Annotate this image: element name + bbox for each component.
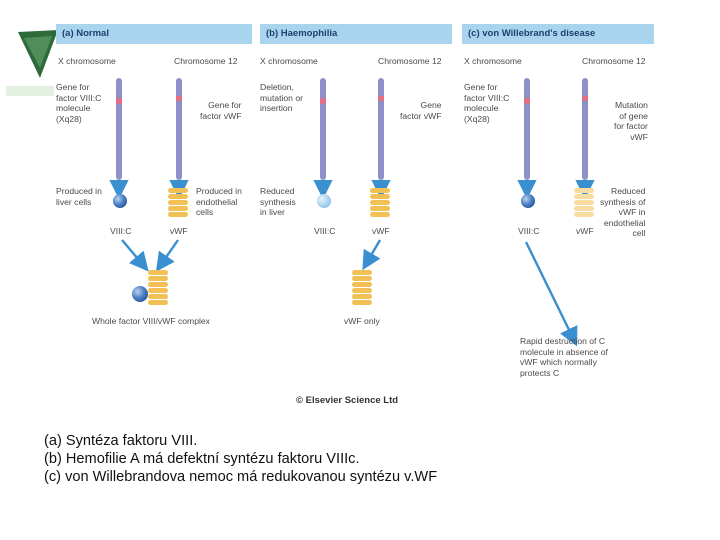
label-reduced-c: Reduced synthesis of vWF in endothelial … — [600, 186, 646, 239]
label-reduced-b: Reduced synthesis in liver — [260, 186, 296, 218]
label-chromosome-12-a: Chromosome 12 — [174, 56, 238, 66]
vwf-only-stack-b — [352, 270, 372, 305]
arrow-a3 — [121, 239, 149, 272]
label-gene-viiic-c: Gene for factor VIII:C molecule (Xq28) — [464, 82, 510, 124]
figure: (a) Normal (b) Haemophilia (c) von Wille… — [52, 20, 658, 414]
viiic-molecule-c — [521, 194, 535, 208]
label-vwf-only-b: vWF only — [344, 316, 380, 326]
viiic-molecule-a — [113, 194, 127, 208]
mutation-band-c — [582, 96, 588, 101]
chromosome-12-a — [176, 78, 182, 180]
arrow-a4 — [155, 239, 179, 272]
corner-logo — [0, 0, 60, 104]
label-viiic-a: VIII:C — [110, 226, 132, 236]
panel-c — [517, 78, 595, 347]
label-x-chromosome-c: X chromosome — [464, 56, 522, 66]
caption-line-c: (c) von Willebrandova nemoc má redukovan… — [44, 469, 438, 485]
label-x-chromosome-b: X chromosome — [260, 56, 318, 66]
label-vwf-c: vWF — [576, 226, 594, 236]
label-x-chromosome-a: X chromosome — [58, 56, 116, 66]
panel-header-haemophilia: (b) Haemophilia — [260, 24, 452, 44]
x-chromosome-a — [116, 78, 122, 180]
label-vwf-a: vWF — [170, 226, 188, 236]
viiic-gene-band-a — [116, 98, 122, 104]
label-complex-a: Whole factor VIII/vWF complex — [92, 316, 210, 326]
panel-header-vwd: (c) von Willebrand's disease — [462, 24, 654, 44]
vwf-gene-band-a — [176, 96, 182, 101]
label-rapid-c: Rapid destruction of C molecule in absen… — [520, 336, 608, 378]
caption: (a) Syntéza faktoru VIII. (b) Hemofilie … — [44, 432, 664, 486]
label-gene-vwf-b: Gene factor vWF — [400, 100, 442, 121]
vwf-gene-band-b — [378, 96, 384, 101]
vwf-stack-a — [168, 188, 188, 217]
label-mutation-c: Mutation of gene for factor vWF — [614, 100, 648, 142]
copyright: © Elsevier Science Ltd — [296, 395, 399, 406]
arrow-c3 — [524, 241, 578, 347]
chromosome-12-b — [378, 78, 384, 180]
vwf-stack-b — [370, 188, 390, 217]
panel-b — [313, 78, 391, 305]
label-gene-vwf-a: Gene for factor vWF — [200, 100, 242, 121]
figure-diagram — [109, 78, 595, 347]
arrow-b3 — [362, 239, 382, 271]
label-gene-viiic-a: Gene for factor VIII:C molecule (Xq28) — [56, 82, 102, 124]
mutation-band-b — [320, 98, 326, 104]
complex-a — [132, 270, 168, 305]
label-chromosome-12-c: Chromosome 12 — [582, 56, 646, 66]
label-viiic-c: VIII:C — [518, 226, 540, 236]
label-produced-endo-a: Produced in endothelial cells — [196, 186, 242, 218]
reduced-viiic-b — [317, 194, 331, 208]
label-vwf-b: vWF — [372, 226, 390, 236]
label-chromosome-12-b: Chromosome 12 — [378, 56, 442, 66]
label-deletion-b: Deletion, mutation or insertion — [260, 82, 303, 114]
reduced-vwf-stack-c — [574, 188, 594, 217]
chromosome-12-c — [582, 78, 588, 180]
label-produced-liver-a: Produced in liver cells — [56, 186, 102, 207]
viiic-gene-band-c — [524, 98, 530, 104]
caption-line-a: (a) Syntéza faktoru VIII. — [44, 433, 198, 449]
panel-a — [109, 78, 189, 305]
panel-header-normal: (a) Normal — [56, 24, 252, 44]
x-chromosome-b — [320, 78, 326, 180]
x-chromosome-c — [524, 78, 530, 180]
label-viiic-b: VIII:C — [314, 226, 336, 236]
caption-line-b: (b) Hemofilie A má defektní syntézu fakt… — [44, 451, 360, 467]
